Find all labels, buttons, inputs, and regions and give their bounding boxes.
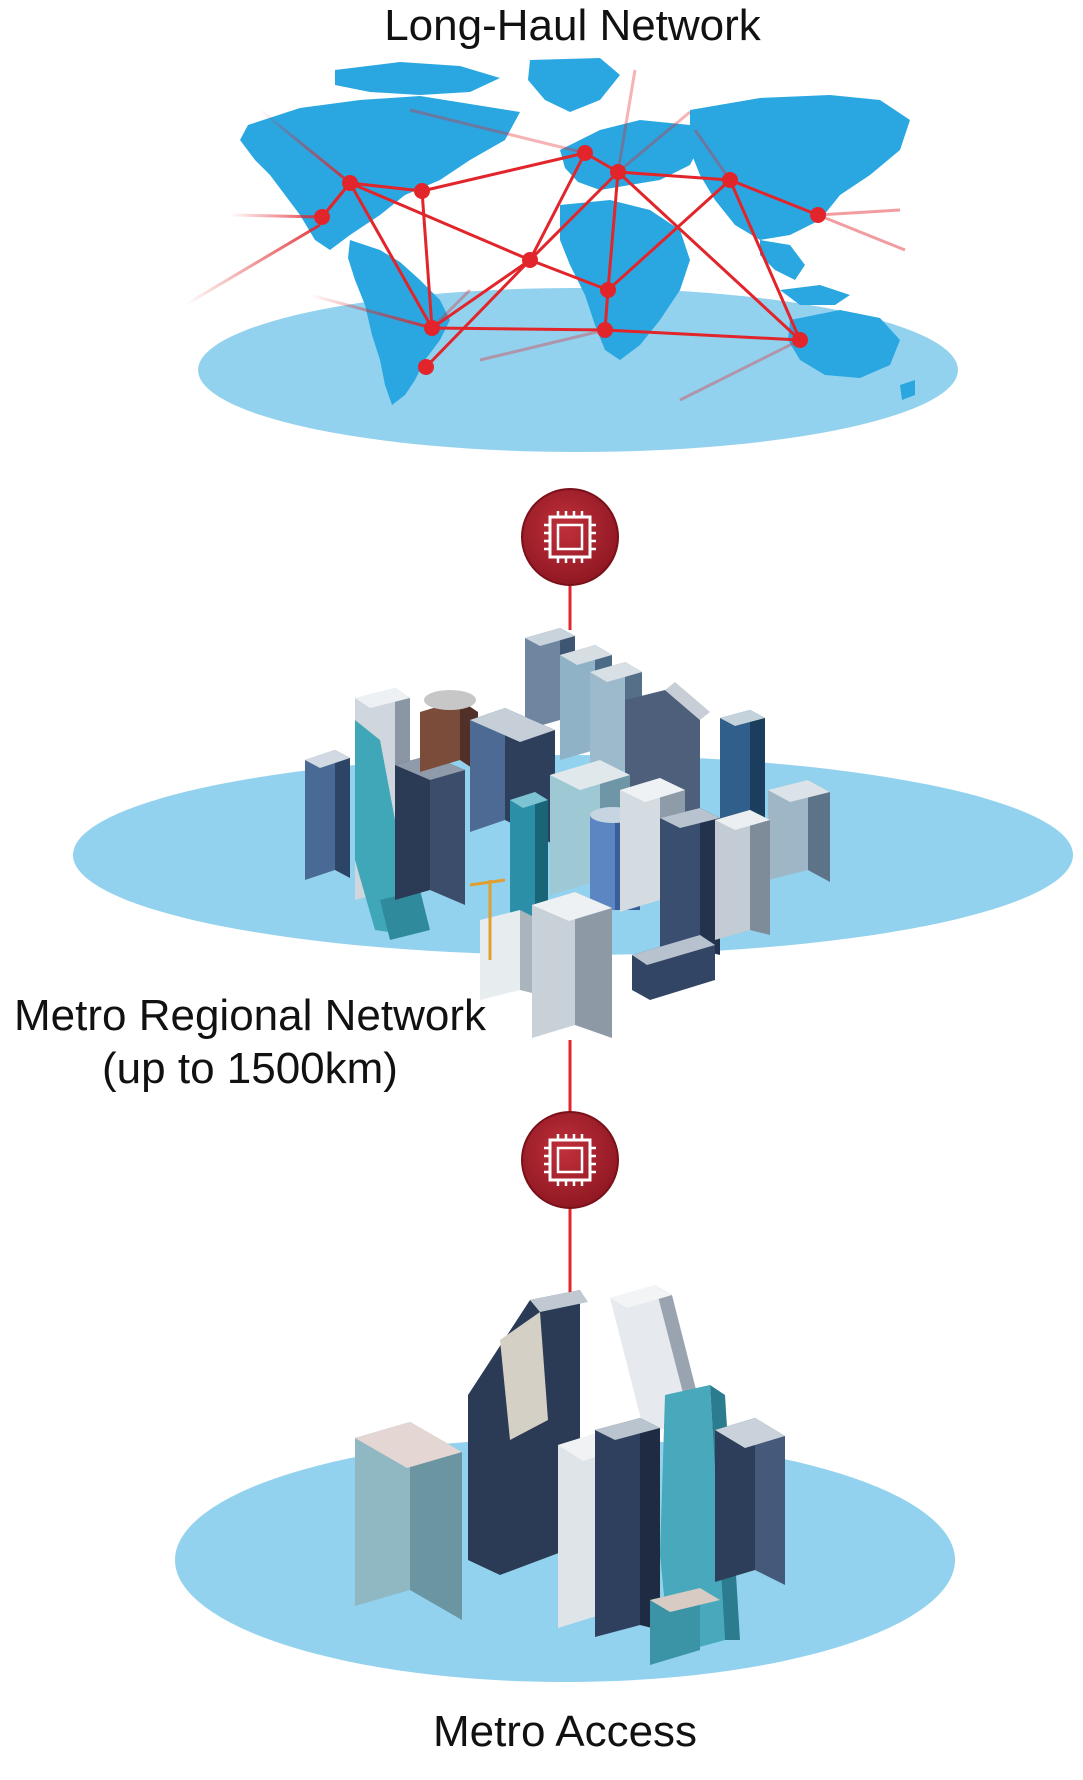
building [720, 710, 765, 820]
long-haul-external-links [184, 69, 906, 460]
building [715, 810, 770, 940]
metro-access-tier [175, 1285, 955, 1682]
network-node [610, 164, 626, 180]
network-node [600, 282, 616, 298]
building [355, 1422, 462, 1620]
network-node [414, 183, 430, 199]
building [532, 892, 612, 1038]
building [468, 1290, 588, 1575]
city-buildings-icon [305, 628, 830, 1038]
processor-chip-icon [521, 1111, 619, 1209]
network-node [722, 172, 738, 188]
network-node [424, 320, 440, 336]
network-node [597, 322, 613, 338]
metro-regional-network-label-line1: Metro Regional Network [14, 991, 486, 1040]
building [595, 1418, 660, 1637]
network-node [314, 209, 330, 225]
metro-regional-tier [73, 628, 1073, 1038]
building [420, 690, 478, 772]
metro-regional-network-label: Metro Regional Network (up to 1500km) [0, 990, 500, 1096]
building [660, 808, 720, 960]
long-haul-network-label: Long-Haul Network [384, 1, 761, 50]
building [395, 755, 465, 905]
building [305, 750, 350, 880]
network-node [418, 359, 434, 375]
city-buildings-icon [355, 1285, 785, 1665]
building [715, 1418, 785, 1585]
processor-chip-icon [521, 488, 619, 586]
building [632, 935, 715, 1000]
long-haul-nodes [314, 145, 826, 375]
network-node [522, 252, 538, 268]
network-node [577, 145, 593, 161]
world-map-icon [240, 58, 915, 405]
metro-access-label: Metro Access [432, 1707, 698, 1756]
metro-regional-network-label-line2: (up to 1500km) [102, 1043, 398, 1093]
building [768, 780, 830, 882]
network-node [792, 332, 808, 348]
network-node [810, 207, 826, 223]
long-haul-tier [184, 58, 958, 460]
network-node [342, 175, 358, 191]
building [510, 792, 548, 925]
